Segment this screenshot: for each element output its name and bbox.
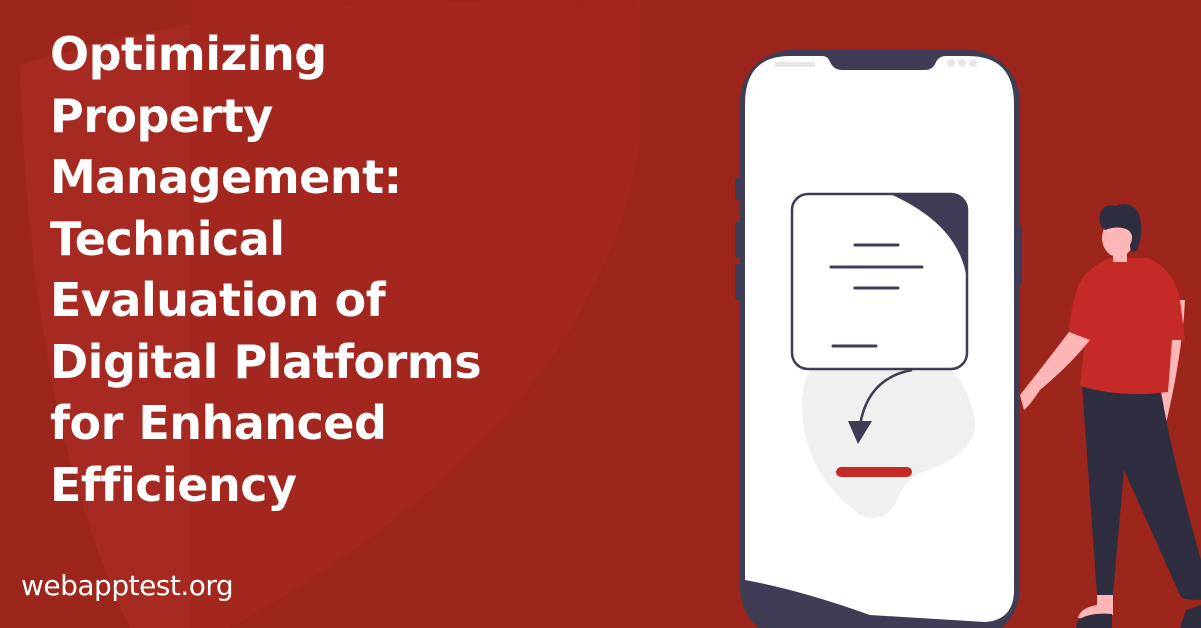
headline-line: Evaluation of	[50, 273, 386, 327]
headline: Optimizing Property Management: Technica…	[50, 24, 482, 516]
headline-line: Technical	[50, 211, 285, 266]
headline-line: for Enhanced	[50, 396, 387, 450]
headline-line: Digital Platforms	[50, 334, 482, 389]
headline-line: Optimizing	[50, 27, 327, 81]
site-watermark: webapptest.org	[21, 569, 234, 602]
person-figure	[1020, 204, 1201, 628]
accent-bar	[836, 467, 912, 477]
headline-line: Management:	[50, 150, 402, 204]
headline-line: Efficiency	[50, 457, 297, 512]
status-dots-icon	[947, 59, 977, 67]
document-card-icon	[790, 192, 969, 371]
status-bar-pill	[775, 62, 815, 67]
curved-arrow-icon	[848, 368, 913, 444]
headline-line: Property	[50, 88, 273, 143]
